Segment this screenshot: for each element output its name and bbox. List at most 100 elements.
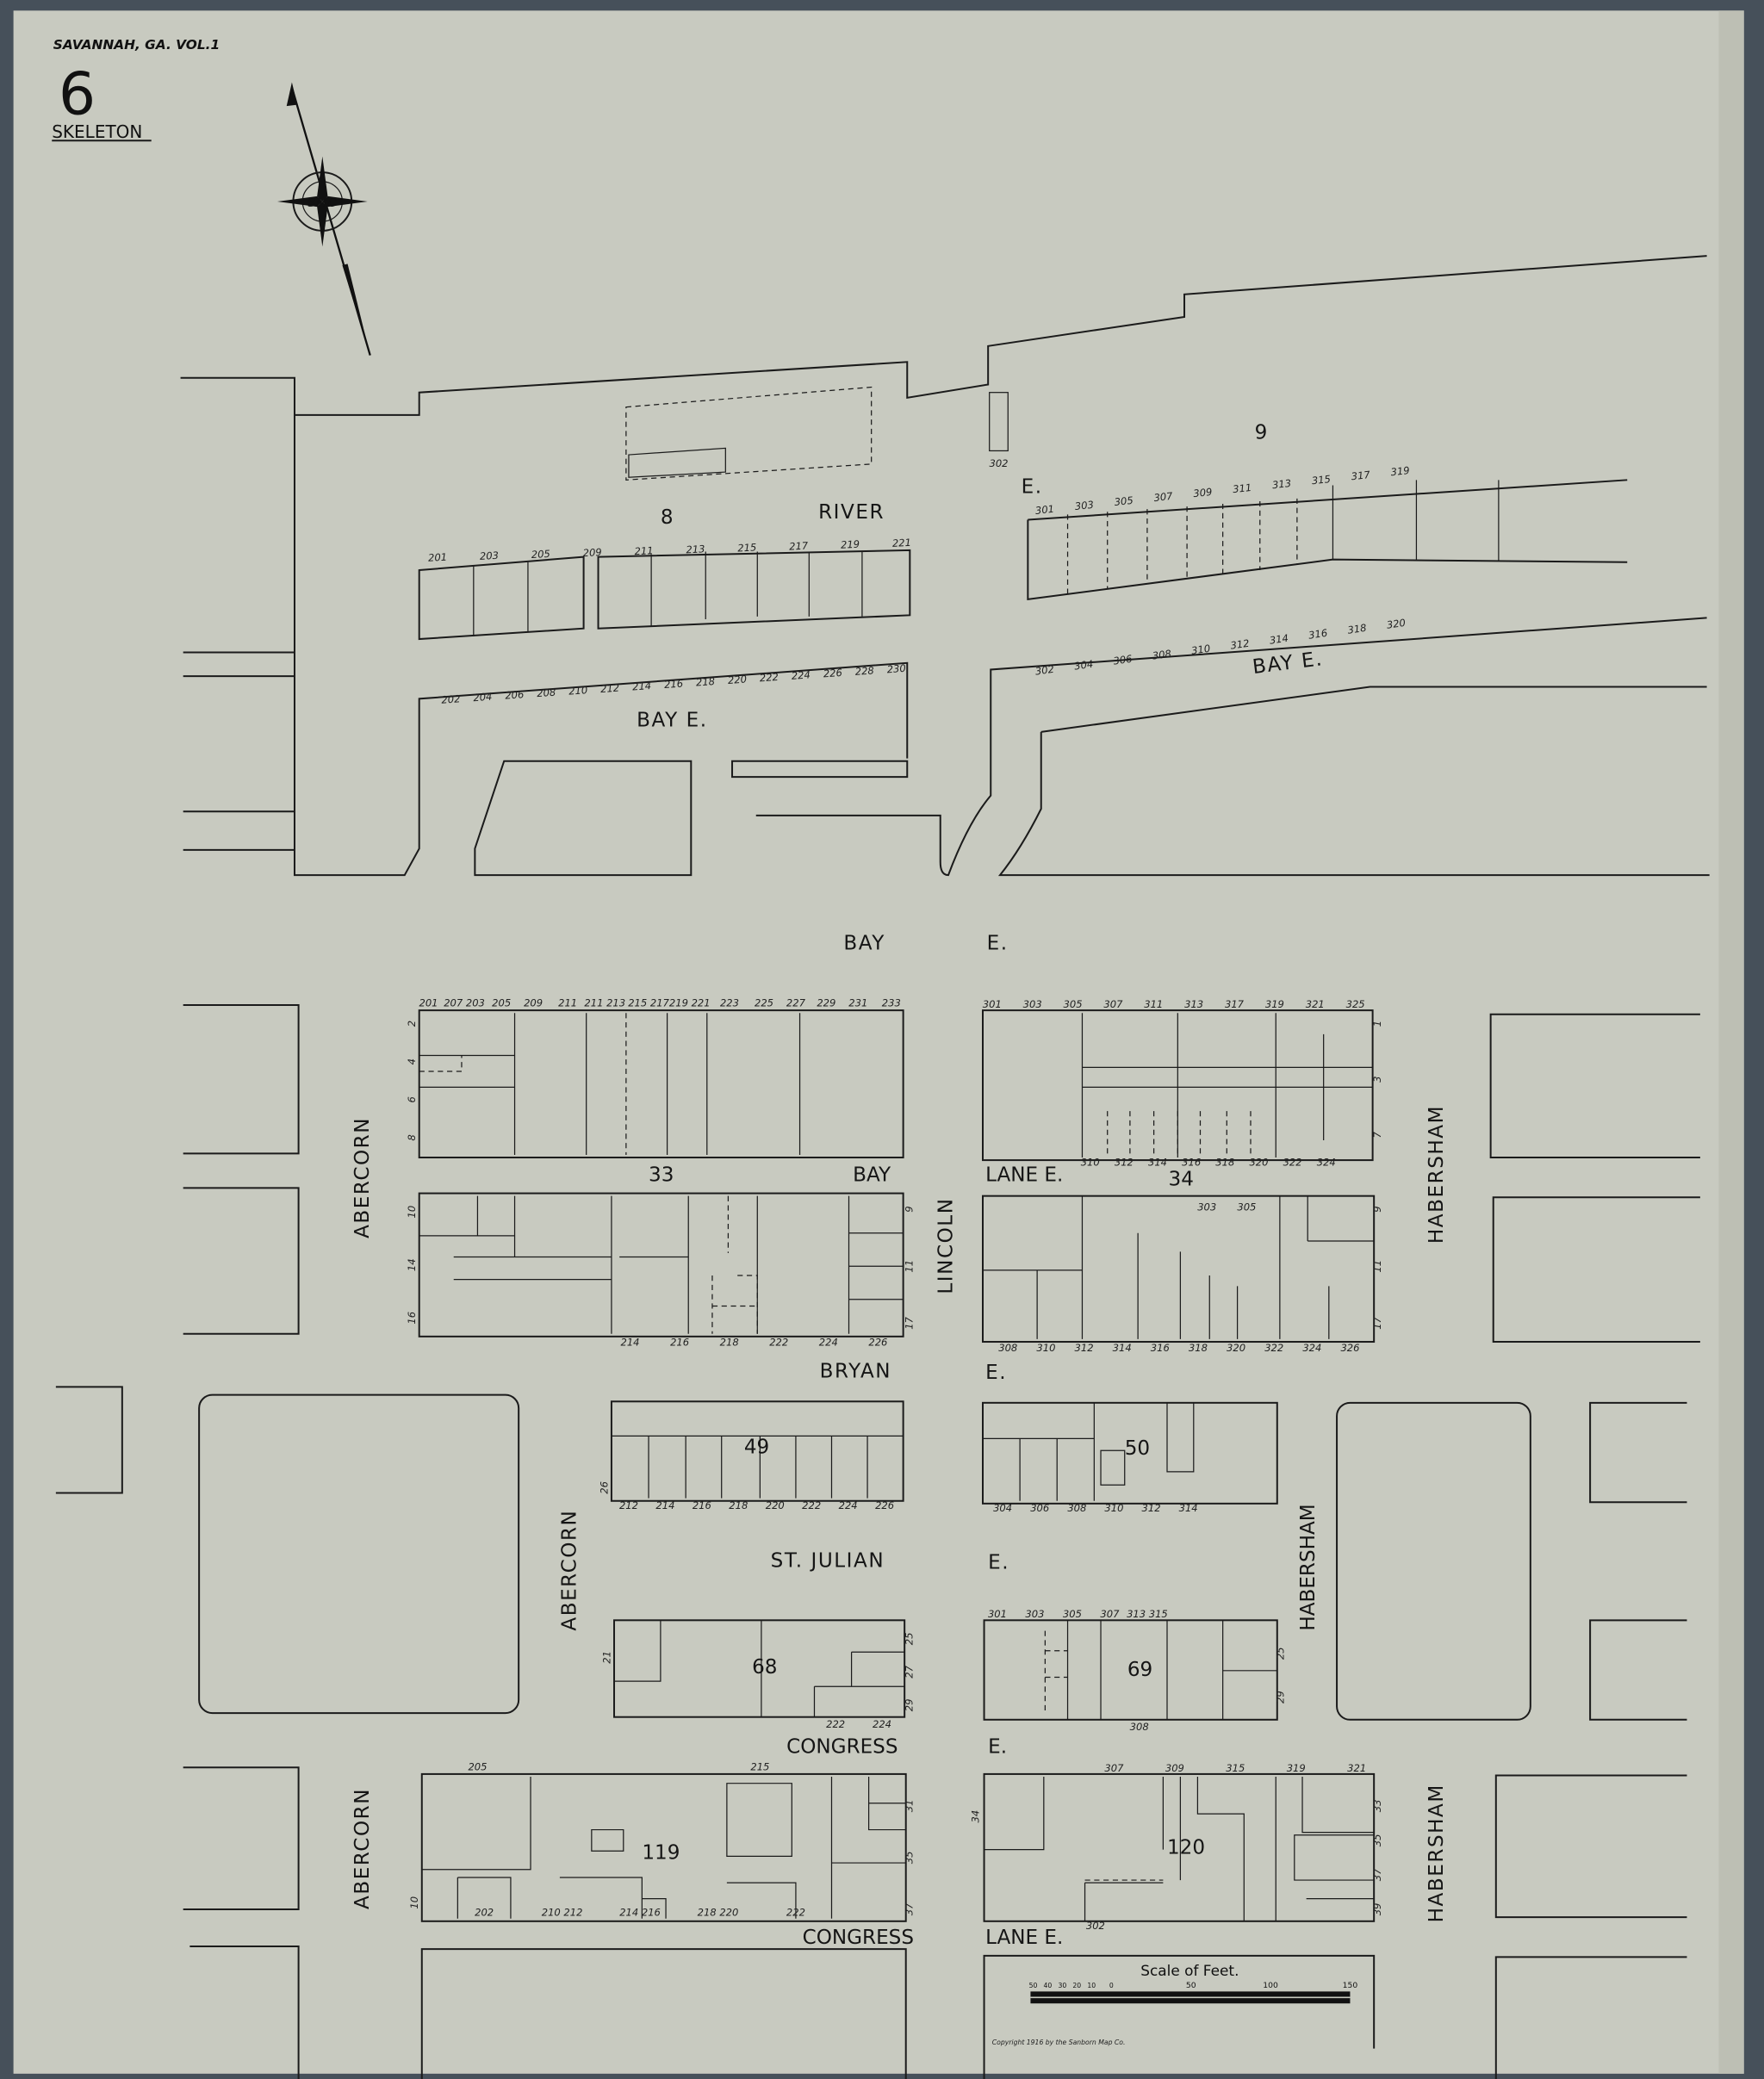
house-number: 302	[1086, 1920, 1105, 1932]
sheet-type: SKELETON	[52, 121, 142, 142]
house-number: 222	[826, 1718, 845, 1730]
house-number: 307	[1103, 998, 1123, 1010]
house-number: 212	[619, 1499, 638, 1511]
house-number: 304	[993, 1502, 1012, 1514]
paper	[13, 10, 1744, 2074]
house-number: 311	[1232, 481, 1252, 495]
scale-tick-label: 50	[1029, 1982, 1038, 1989]
house-number: 224	[839, 1499, 858, 1511]
house-number: 205	[492, 997, 511, 1009]
street-label-bay-e: BAY E.	[637, 710, 707, 732]
scale-tick-label: 100	[1263, 1981, 1278, 1990]
house-number: 222	[786, 1907, 805, 1919]
house-number: 29	[1274, 1691, 1286, 1704]
house-number: 35	[1371, 1834, 1383, 1847]
house-number: 318	[1189, 1342, 1208, 1354]
house-number: 204	[473, 691, 493, 704]
house-number: 230	[886, 662, 906, 676]
house-number: 320	[1227, 1342, 1245, 1354]
house-number: 202	[475, 1907, 494, 1919]
north-arrow-compass-rose-icon: SMC	[276, 82, 371, 356]
house-number: 226	[875, 1499, 894, 1511]
house-number: 307	[1153, 490, 1174, 504]
block-number: 119	[642, 1841, 680, 1864]
scale-tick-label: 0	[1109, 1982, 1114, 1989]
house-number: 233	[882, 997, 901, 1009]
house-number: 223	[720, 997, 739, 1009]
house-number: 2	[406, 1021, 418, 1027]
street-label-congress: CONGRESS	[786, 1735, 898, 1758]
house-number: 308	[1130, 1721, 1149, 1733]
block-number: 9	[1255, 422, 1268, 444]
house-number: 319	[1390, 464, 1410, 478]
house-number: 201	[428, 551, 448, 564]
house-number: 26	[598, 1481, 610, 1494]
house-number: 11	[903, 1260, 915, 1273]
house-number: 228	[854, 664, 874, 678]
house-number: 324	[1302, 1342, 1321, 1354]
house-number: 224	[819, 1337, 838, 1349]
house-number: 317	[1225, 998, 1245, 1010]
house-number: 225	[755, 997, 773, 1009]
house-number: 224	[791, 668, 811, 682]
house-number: 314	[1113, 1342, 1132, 1354]
house-number: 216	[693, 1499, 711, 1511]
block-number: 69	[1127, 1659, 1152, 1681]
house-number: 215 217	[628, 997, 669, 1009]
house-number: 320	[1249, 1156, 1268, 1168]
house-number: 216	[670, 1337, 689, 1349]
house-number: 214	[655, 1499, 674, 1511]
street-label-bay-e-suffix: E.	[987, 932, 1009, 954]
house-number: 322	[1264, 1342, 1283, 1354]
house-number: 318	[1215, 1156, 1234, 1168]
house-number: 314	[1148, 1156, 1167, 1168]
house-number: 218	[729, 1499, 748, 1511]
house-number: 310	[1104, 1502, 1123, 1514]
house-number: 214 216	[619, 1907, 661, 1919]
house-number: 218 220	[698, 1907, 739, 1919]
house-number: 316	[1182, 1156, 1201, 1168]
house-number: 214	[620, 1337, 639, 1349]
house-number: 302	[1034, 663, 1055, 678]
house-number: 207 203	[444, 997, 485, 1009]
house-number: 215	[750, 1760, 769, 1772]
street-label-habersham-3: HABERSHAM	[1425, 1784, 1448, 1922]
house-number: 321	[1306, 998, 1325, 1010]
house-number: 312	[1230, 637, 1251, 652]
house-number: 306	[1113, 653, 1134, 667]
house-number: 303	[1074, 499, 1094, 512]
street-label-lincoln: LINCOLN	[935, 1197, 958, 1294]
house-number: 216	[664, 678, 684, 692]
house-number: 303	[1025, 1608, 1044, 1620]
street-label-bay: BAY	[843, 932, 885, 954]
house-number: 205	[531, 548, 550, 561]
house-number: 311	[1144, 998, 1163, 1010]
house-number: 210 212	[542, 1907, 583, 1919]
house-number: 3	[1371, 1077, 1383, 1083]
house-number: 317	[1351, 469, 1371, 482]
house-number: 6	[406, 1096, 418, 1102]
house-number: 218	[695, 675, 715, 689]
house-number: 319	[1287, 1762, 1306, 1774]
house-number: 17	[903, 1316, 915, 1329]
house-number: 37	[1371, 1868, 1383, 1881]
house-number: 301	[983, 998, 1002, 1010]
house-number: 213	[686, 543, 705, 555]
street-labels: RIVER E. BAY E. BAY E. BAY E. BAY LANE E…	[351, 476, 1448, 1949]
house-number: 316	[1151, 1342, 1170, 1354]
house-number: 325	[1346, 998, 1365, 1010]
house-number: 318	[1347, 622, 1368, 636]
house-number: 310	[1190, 642, 1211, 657]
street-label-bryan: BRYAN	[820, 1361, 891, 1383]
house-number: 313 315	[1127, 1608, 1168, 1620]
scale-tick-label: 10	[1087, 1982, 1096, 1989]
scale-tick-label: 150	[1343, 1981, 1358, 1990]
house-number: 10	[406, 1206, 418, 1219]
house-number: 215	[737, 541, 757, 554]
house-number: 304	[1073, 658, 1094, 673]
house-number: 301	[1034, 503, 1054, 517]
house-number: 209	[524, 997, 543, 1009]
house-number: 226	[868, 1337, 887, 1349]
